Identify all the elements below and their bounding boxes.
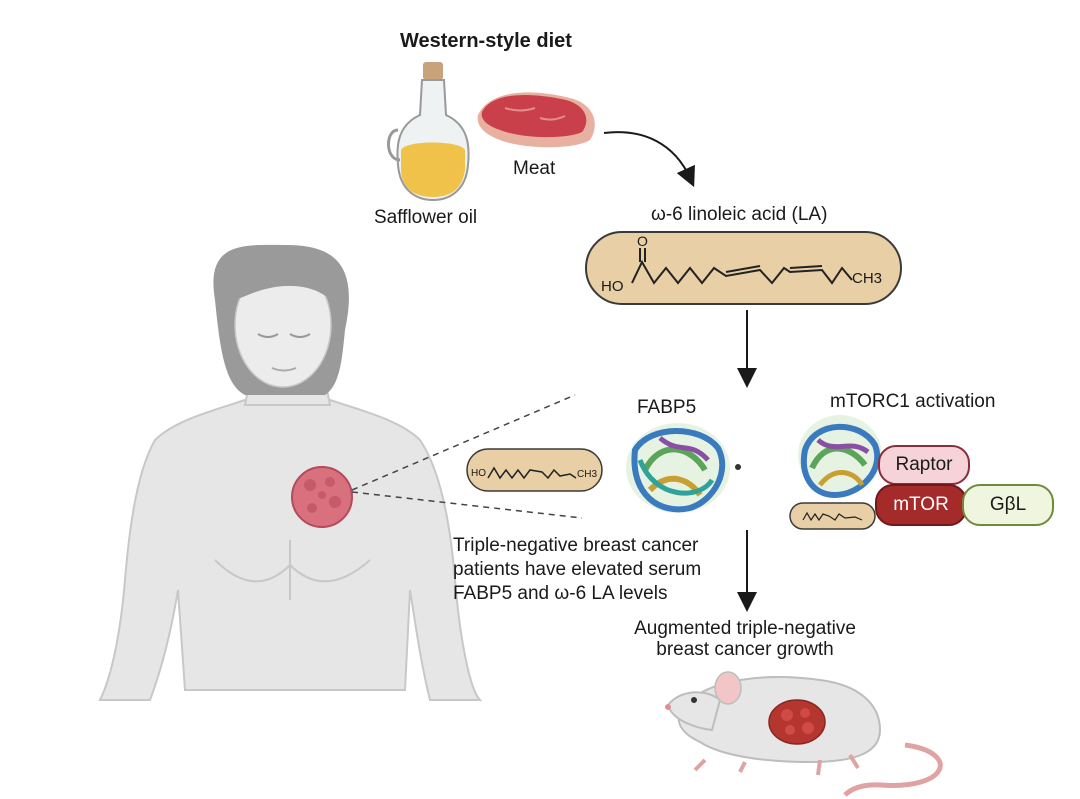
fabp5-protein xyxy=(626,423,741,513)
fabp5-label: FABP5 xyxy=(637,397,697,418)
chest-contours xyxy=(214,540,371,600)
tumor-texture xyxy=(304,477,341,513)
mtorc1-activation-label: mTORC1 activation xyxy=(830,391,996,412)
zoom-line-bottom xyxy=(351,491,583,519)
raptor-box: Raptor xyxy=(878,445,970,485)
mtorc1-protein xyxy=(798,415,882,499)
woman-figure xyxy=(98,244,483,701)
outcome-text-line1: Augmented triple-negative xyxy=(634,618,856,639)
safflower-oil-bottle xyxy=(387,62,470,202)
gbl-box: GβL xyxy=(962,484,1054,526)
small-la-ch3: CH3 xyxy=(577,469,598,480)
mouse-tumor xyxy=(768,699,826,745)
patients-text-line2: patients have elevated serum xyxy=(453,559,702,580)
zoom-line-top xyxy=(351,394,576,491)
western-diet-title: Western-style diet xyxy=(400,30,572,52)
mtor-box: mTOR xyxy=(875,484,967,526)
mouth xyxy=(271,367,297,372)
small-la-capsule xyxy=(466,448,603,492)
diet-to-la-arrow xyxy=(603,131,695,188)
meat-steak xyxy=(477,92,595,148)
patients-text-line3: FABP5 and ω-6 LA levels xyxy=(453,583,668,604)
la-molecule-chain xyxy=(631,259,853,285)
la-oxygen: O xyxy=(637,233,648,249)
meat-label: Meat xyxy=(513,158,556,179)
patients-text-line1: Triple-negative breast cancer xyxy=(453,535,699,556)
closed-eyes xyxy=(257,333,311,338)
mouse-figure xyxy=(665,671,943,797)
la-ch3: CH3 xyxy=(852,270,883,287)
mtorc1-la-capsule xyxy=(789,502,876,530)
la-title: ω-6 linoleic acid (LA) xyxy=(651,204,828,225)
outcome-text-line2: breast cancer growth xyxy=(656,639,834,660)
safflower-oil-label: Safflower oil xyxy=(374,207,478,228)
la-capsule xyxy=(585,231,902,305)
la-ho: HO xyxy=(601,278,624,295)
hair-fringe xyxy=(232,257,336,305)
small-la-ho: HO xyxy=(471,468,486,479)
